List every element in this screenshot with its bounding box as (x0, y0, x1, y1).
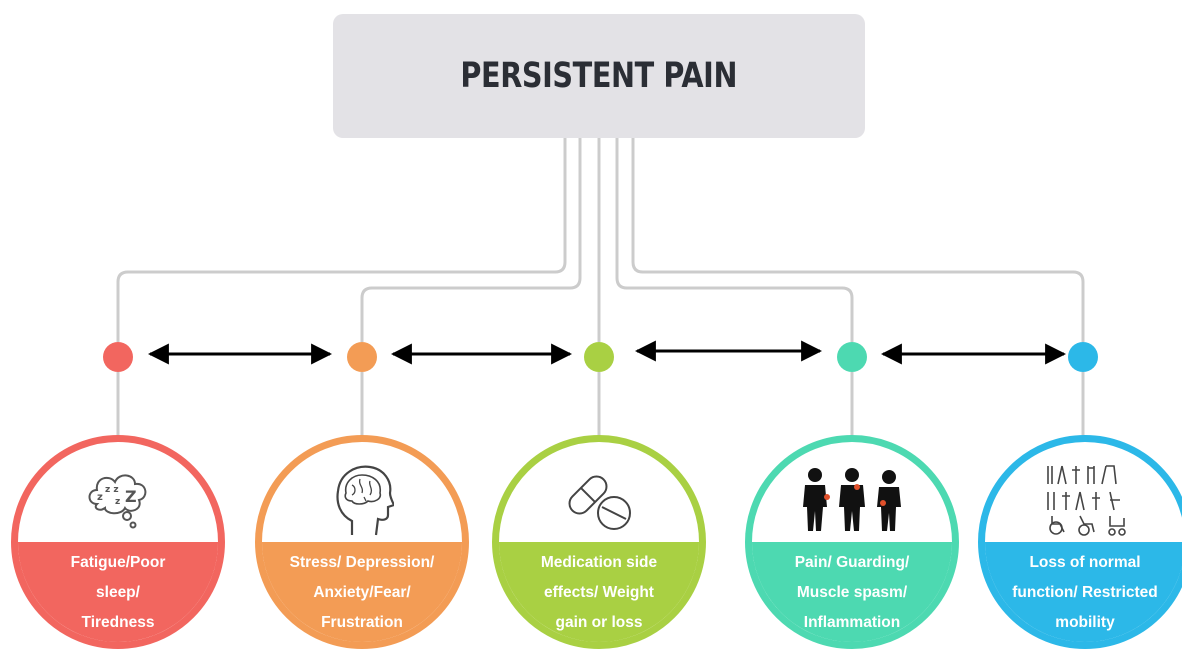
connector-line-mobility (631, 138, 1085, 342)
category-mobility: Loss of normal function/ Restricted mobi… (978, 435, 1182, 649)
category-label: Medication side effects/ Weight gain or … (540, 554, 658, 631)
category-label: Pain/ Guarding/ Muscle spasm/ Inflammati… (794, 554, 910, 631)
sleep-thought-bubble-icon: z z z z Z (18, 460, 218, 540)
category-band (985, 542, 1182, 642)
dot-mobility (1068, 342, 1098, 372)
dot-pain (837, 342, 867, 372)
category-medication: Medication side effects/ Weight gain or … (492, 435, 706, 649)
people-in-pain-icon (752, 460, 952, 540)
category-stress: Stress/ Depression/ Anxiety/Fear/ Frustr… (255, 435, 469, 649)
page-title: PERSISTENT PAIN (460, 56, 738, 96)
category-label: Stress/ Depression/ Anxiety/Fear/ Frustr… (289, 554, 435, 631)
connector-line-pain (615, 138, 854, 342)
mobility-aids-icon (985, 460, 1182, 540)
category-band (18, 542, 218, 642)
category-band (499, 542, 699, 642)
category-fatigue: z z z z Z Fatigue/Poor sleep/ Tiredness (11, 435, 225, 649)
brain-head-icon (262, 460, 462, 540)
category-label: Loss of normal function/ Restricted mobi… (1012, 554, 1158, 631)
category-band (752, 542, 952, 642)
svg-text:z z: z z (105, 485, 119, 495)
dot-stress (347, 342, 377, 372)
svg-text:z: z (97, 492, 103, 503)
connector-line-fatigue (116, 138, 567, 342)
category-band (262, 542, 462, 642)
category-pain: Pain/ Guarding/ Muscle spasm/ Inflammati… (745, 435, 959, 649)
svg-text:z: z (115, 497, 120, 507)
connector-line-stress (360, 138, 582, 342)
dot-medication (584, 342, 614, 372)
category-label: Fatigue/Poor sleep/ Tiredness (70, 554, 166, 631)
pills-icon (499, 460, 699, 540)
title-box: PERSISTENT PAIN (333, 14, 865, 138)
dot-fatigue (103, 342, 133, 372)
svg-text:Z: Z (125, 487, 137, 506)
